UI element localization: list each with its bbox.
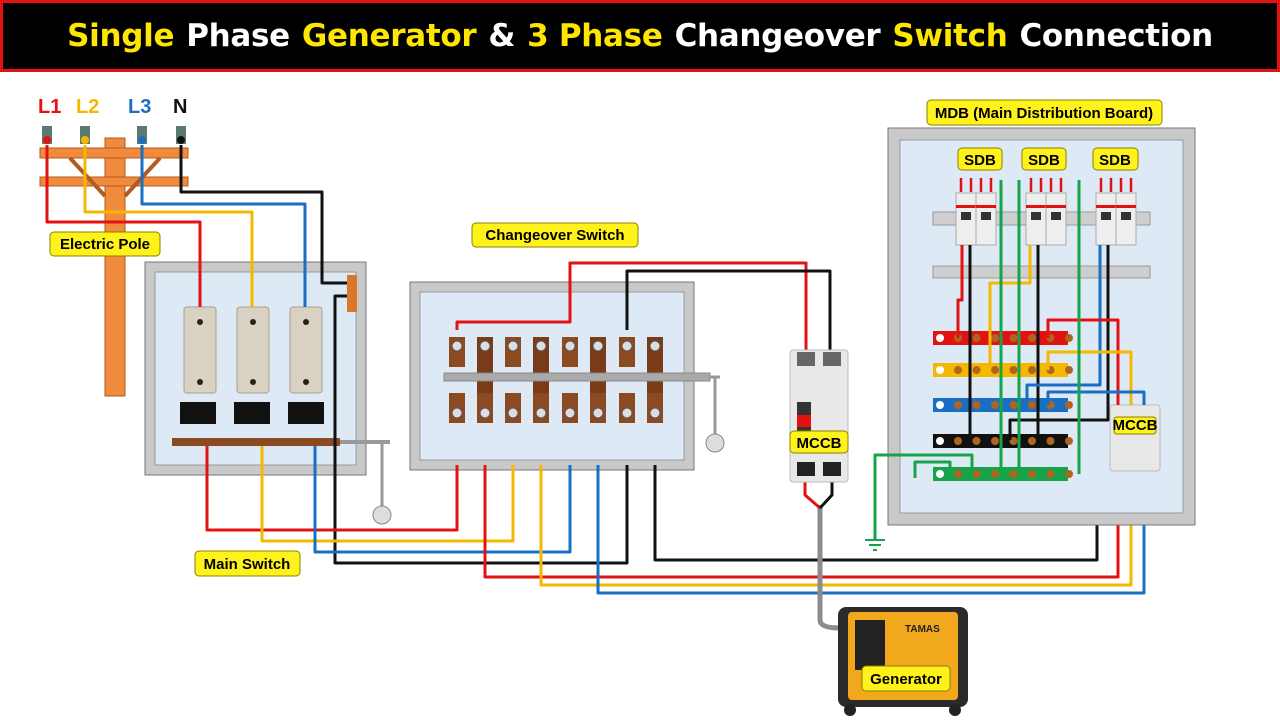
mccb-label: MCCB	[797, 435, 842, 452]
label-n: N	[173, 96, 187, 118]
title-word: Phase	[186, 18, 290, 54]
mccb-breaker[interactable]	[789, 349, 849, 483]
blue-busbar	[933, 398, 1073, 412]
mdb-mccb[interactable]	[1109, 404, 1161, 472]
phase-labels: L1 L2 L3 N	[38, 96, 187, 118]
generator-label: Generator	[870, 671, 942, 688]
outgoing-arrow-icon	[979, 178, 993, 192]
electric-pole	[39, 126, 189, 397]
mdb-label: MDB (Main Distribution Board)	[935, 105, 1153, 122]
main-switch-box	[144, 261, 392, 525]
sdb-breaker[interactable]	[955, 178, 977, 246]
sdb-breaker[interactable]	[1115, 178, 1137, 246]
insulator-icon	[42, 126, 186, 144]
title-word: &	[488, 18, 516, 54]
changeover-switch-box	[409, 281, 725, 471]
sdb-breaker[interactable]	[975, 178, 997, 246]
title-word: Generator	[301, 18, 477, 54]
generator: TAMAS	[838, 607, 968, 716]
label-l2: L2	[76, 96, 99, 118]
changeover-terminal	[562, 337, 578, 423]
title-word: Connection	[1019, 18, 1213, 54]
changeover-terminal	[619, 337, 635, 423]
mdb-mccb-label: MCCB	[1113, 417, 1158, 434]
title-word: 3 Phase	[527, 18, 663, 54]
generator-brand: TAMAS	[905, 624, 940, 635]
changeover-switch-label: Changeover Switch	[485, 227, 624, 244]
sdb-label: SDB	[1099, 152, 1131, 169]
yellow-busbar	[933, 363, 1073, 377]
title-word: Changeover	[674, 18, 881, 54]
sdb-breaker[interactable]	[1095, 178, 1117, 246]
sdb-breaker[interactable]	[1045, 178, 1067, 246]
black-busbar	[933, 434, 1073, 448]
outgoing-arrow-icon	[1119, 178, 1133, 192]
outgoing-arrow-icon	[1029, 178, 1043, 192]
label-l1: L1	[38, 96, 61, 118]
green-busbar	[933, 467, 1073, 481]
earth-ground-icon	[865, 539, 885, 551]
neutral-link	[347, 275, 357, 312]
switch-handle[interactable]	[372, 505, 392, 525]
outgoing-arrow-icon	[1099, 178, 1113, 192]
callouts: Electric Pole Main Switch Changeover Swi…	[49, 99, 1163, 692]
label-l3: L3	[128, 96, 151, 118]
changeover-terminal	[449, 337, 465, 423]
title-word: Switch	[892, 18, 1008, 54]
title-word: Single	[67, 18, 175, 54]
outgoing-arrow-icon	[1049, 178, 1063, 192]
changeover-terminal	[505, 337, 521, 423]
sdb-label: SDB	[1028, 152, 1060, 169]
title-banner: Single Phase Generator & 3 Phase Changeo…	[0, 0, 1280, 72]
outgoing-arrow-icon	[959, 178, 973, 192]
wires-supply	[45, 145, 1146, 631]
red-busbar	[933, 331, 1073, 345]
mdb-panel	[865, 127, 1196, 551]
main-switch-label: Main Switch	[204, 556, 291, 573]
changeover-handle[interactable]	[705, 433, 725, 453]
sdb-label: SDB	[964, 152, 996, 169]
sdb-breaker[interactable]	[1025, 178, 1047, 246]
electric-pole-label: Electric Pole	[60, 236, 150, 253]
fuse-carrier[interactable]	[183, 306, 323, 394]
